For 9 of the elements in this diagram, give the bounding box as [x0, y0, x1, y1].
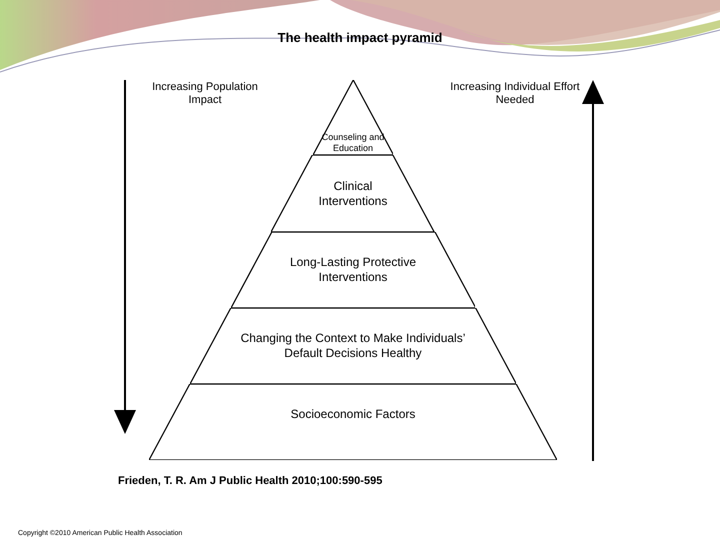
tier-label: Clinical Interventions: [318, 178, 388, 208]
tier-label: Counseling and Education: [320, 132, 385, 154]
arrow-label: Increasing Individual Effort Needed: [450, 81, 580, 107]
tier-label: Long-Lasting Protective Interventions: [288, 255, 418, 285]
tier-label: Socioeconomic Factors: [290, 407, 416, 422]
arrow-label: Increasing Population Impact: [151, 81, 259, 107]
tier-label: Changing the Context to Make Individuals’ Default Decisions Healthy: [240, 331, 466, 361]
citation-caption: Frieden, T. R. Am J Public Health 2010;100:590-595: [118, 474, 382, 488]
diagram-title: The health impact pyramid: [276, 30, 444, 46]
